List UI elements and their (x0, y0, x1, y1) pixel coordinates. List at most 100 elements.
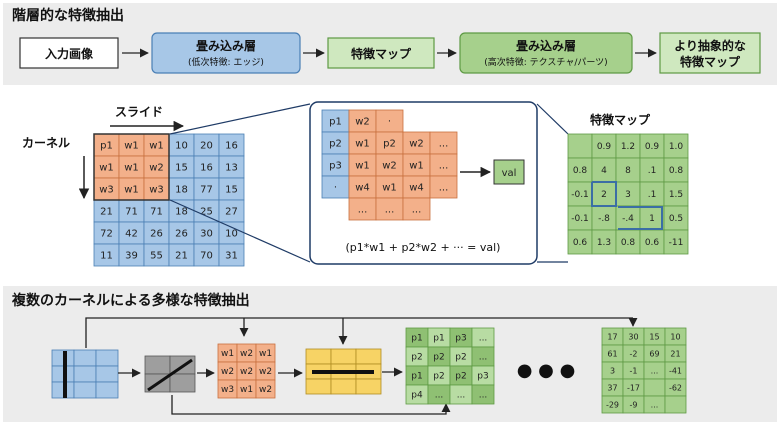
stage-abstract-sub: 特徴マップ (680, 54, 741, 69)
stage-abstract-map: より抽象的な 特徴マップ (659, 32, 761, 74)
grid-cell-label: · (334, 183, 337, 194)
grid-cell-label: 26 (150, 229, 163, 240)
input-cell (218, 243, 245, 267)
grid-cell-label: w2 (240, 367, 253, 377)
feature-cell (663, 205, 689, 231)
grid-cell-label: 0.8 (621, 238, 636, 248)
feature-cell (591, 229, 617, 255)
filter-cell (144, 355, 171, 375)
grid-cell-label: w2 (221, 367, 234, 377)
grid-cell-label: w2 (149, 163, 164, 174)
grid-cell-label: ... (358, 205, 368, 216)
grid-cell-label: w1 (124, 185, 139, 196)
output-cell (664, 395, 687, 414)
grid-cell-label: 16 (200, 163, 213, 174)
grid-cell-label: w1 (355, 161, 370, 172)
grid-cell-label: 0.8 (669, 166, 684, 176)
grid-cell-label: 1.2 (621, 142, 635, 152)
feature-cell (615, 133, 641, 159)
grid-cell-label: ... (479, 334, 488, 344)
grid-cell-label: .1 (648, 190, 657, 200)
grid-cell-label: 18 (175, 185, 188, 196)
grid-cell-label: -17 (627, 383, 640, 392)
grid-cell-label: ... (651, 400, 659, 409)
grid-cell-label: w2 (409, 139, 424, 150)
stage-conv-low: 畳み込み層 (低次特徴: エッジ) (151, 32, 301, 74)
grid-cell-label: w3 (99, 185, 114, 196)
grid-cell-label: 0.9 (597, 142, 612, 152)
grid-cell-label: 10 (175, 141, 188, 152)
grid-cell-label: 1.0 (669, 142, 684, 152)
feature-cell (639, 157, 665, 183)
grid-cell-label: -11 (669, 238, 684, 248)
feature-cell (663, 181, 689, 207)
grid-cell-label: -41 (669, 366, 682, 375)
stage-abstract-label: より抽象的な (674, 38, 746, 53)
grid-cell-label: 1 (649, 214, 655, 224)
stage-feature-map: 特徴マップ (327, 37, 435, 69)
stage-conv-high-label: 畳み込み層 (516, 38, 576, 53)
grid-cell-label: p2 (433, 372, 444, 382)
zoom-line-bottom (169, 199, 311, 263)
grid-cell-label: w1 (124, 163, 139, 174)
grid-cell-label: 37 (607, 383, 617, 392)
grid-cell-label: ... (385, 205, 395, 216)
grid-cell-label: w2 (259, 367, 272, 377)
ellipsis: ● ● ● (517, 360, 576, 381)
grid-cell-label: p2 (411, 353, 422, 363)
edge-cell (95, 365, 119, 383)
grid-cell-label: 39 (125, 251, 138, 262)
grid-cell-label: -2 (630, 349, 638, 358)
stage-conv-high-sub: (高次特徴: テクスチャ/パーツ) (484, 56, 607, 68)
patch-cell (471, 384, 495, 405)
grid-cell-label: -.4 (622, 214, 634, 224)
grid-cell-label: p1 (411, 334, 422, 344)
slide-label: スライド (115, 105, 163, 119)
feature-cell (591, 157, 617, 183)
grid-cell-label: 3 (625, 190, 631, 200)
grid-cell-label: -29 (606, 400, 619, 409)
grid-cell-label: 0.6 (645, 238, 660, 248)
grid-cell-label: 26 (175, 229, 188, 240)
grid-cell-label: p1 (100, 141, 113, 152)
feature-cell (615, 229, 641, 255)
grid-cell-label: p3 (455, 334, 466, 344)
output-cell (643, 378, 666, 397)
grid-cell-label: 20 (200, 141, 213, 152)
grid-cell-label: w3 (149, 185, 164, 196)
stage-input-label: 入力画像 (45, 46, 94, 61)
grid-cell-label: p2 (383, 139, 396, 150)
grid-cell-label: w1 (149, 141, 164, 152)
feature-map-title: 特徴マップ (590, 112, 651, 127)
route-line-bottom (171, 395, 451, 415)
grid-cell-label: 72 (100, 229, 113, 240)
grid-cell-label: -.8 (598, 214, 610, 224)
grid-cell-label: -1 (630, 366, 638, 375)
val-label: val (502, 168, 517, 179)
zoom-cell (402, 197, 431, 221)
section1-title: 階層的な特徴抽出 (12, 7, 124, 24)
grid-cell-label: 30 (628, 332, 638, 341)
grid-cell-label: ... (439, 183, 449, 194)
grid-cell-label: p2 (455, 372, 466, 382)
grid-cell-label: -0.1 (571, 190, 589, 200)
feature-cell (639, 229, 665, 255)
fm-line-top (536, 103, 569, 135)
filter-cell (169, 373, 196, 393)
grid-cell-label: 16 (225, 141, 238, 152)
fm-highlight (591, 181, 617, 207)
kernel-window (93, 133, 170, 201)
grid-cell-label: ... (412, 205, 422, 216)
grid-cell-label: 1.3 (597, 238, 611, 248)
grid-cell-label: 1.5 (669, 190, 683, 200)
stage-input-image: 入力画像 (19, 37, 119, 69)
grid-cell-label: 15 (175, 163, 188, 174)
grid-cell-label: w1 (355, 139, 370, 150)
kernel-label: カーネル (22, 136, 70, 150)
grid-cell-label: 8 (625, 166, 631, 176)
diagonal-edge-mark (147, 358, 193, 392)
